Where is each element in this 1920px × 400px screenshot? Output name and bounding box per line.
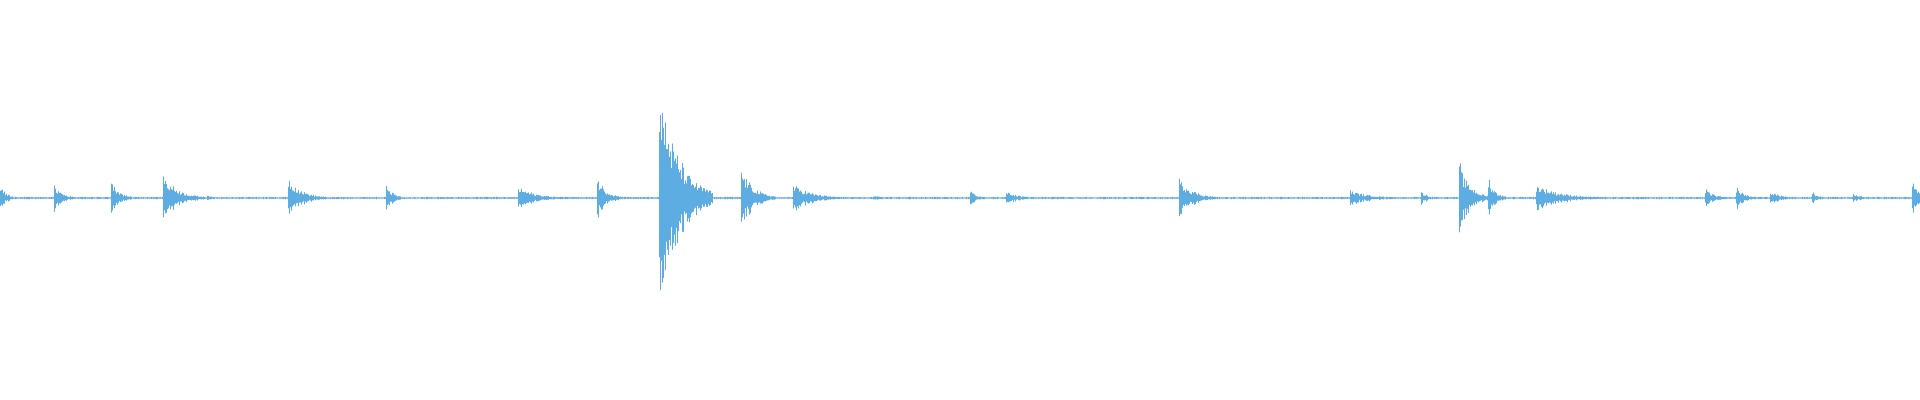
waveform-path [0, 112, 1920, 290]
waveform-bars [0, 112, 1920, 290]
